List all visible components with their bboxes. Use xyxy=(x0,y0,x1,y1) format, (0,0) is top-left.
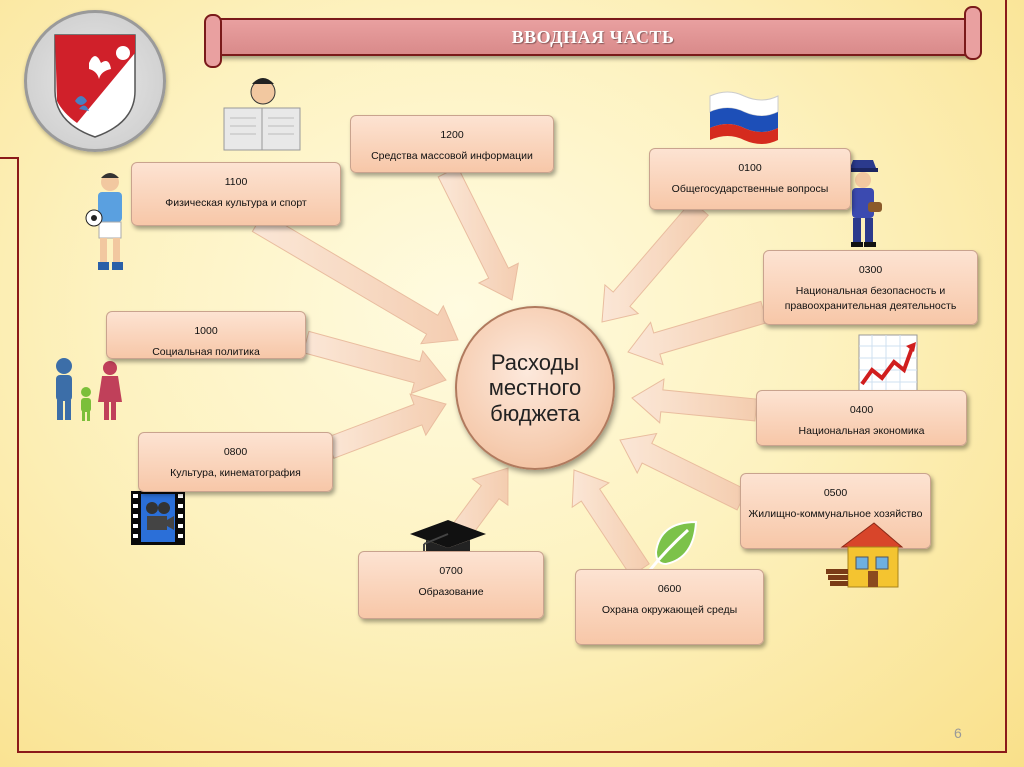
category-name: Образование xyxy=(418,586,484,599)
soccer-player-icon xyxy=(84,170,132,279)
film-camera-icon xyxy=(130,490,186,551)
category-box-0400: 0400 Национальная экономика xyxy=(756,390,967,446)
arrow-0800-to-center xyxy=(325,393,447,459)
title-banner: ВВОДНАЯ ЧАСТЬ xyxy=(204,6,982,68)
frame-left-line xyxy=(17,157,19,753)
leaf-icon xyxy=(646,518,702,577)
arrow-0100-to-center xyxy=(601,200,710,323)
category-box-0500: 0500 Жилищно-коммунальное хозяйство xyxy=(740,473,931,549)
frame-top-stub xyxy=(0,157,19,159)
arrow-1000-to-center xyxy=(302,330,447,395)
frame-right-line xyxy=(1005,0,1007,753)
category-code: 1100 xyxy=(224,176,248,188)
arrow-1200-to-center xyxy=(437,166,519,301)
category-code: 1200 xyxy=(440,129,464,141)
center-node-budget: Расходы местного бюджета xyxy=(455,306,615,470)
category-name: Национальная экономика xyxy=(798,425,925,438)
category-code: 0700 xyxy=(439,565,463,577)
arrow-0400-to-center xyxy=(631,378,758,424)
category-name: Национальная безопасность и правоохранит… xyxy=(784,285,957,313)
house-icon xyxy=(824,515,906,598)
category-code: 1000 xyxy=(194,325,218,337)
category-name: Средства массовой информации xyxy=(371,150,533,163)
banner-left-curl xyxy=(204,14,222,68)
category-box-0700: 0700 Образование xyxy=(358,551,544,619)
page-number: 6 xyxy=(954,725,962,741)
coat-of-arms-emblem xyxy=(24,10,166,152)
banner-right-curl xyxy=(964,6,982,60)
russian-flag-icon xyxy=(708,88,780,149)
arrow-0600-to-center xyxy=(571,469,650,577)
category-name: Социальная политика xyxy=(152,346,260,359)
category-name: Жилищно-коммунальное хозяйство xyxy=(748,508,923,521)
arrow-0300-to-center xyxy=(627,300,768,366)
family-icon xyxy=(50,356,128,427)
category-box-0100: 0100 Общегосударственные вопросы xyxy=(649,148,851,210)
category-name: Культура, кинематография xyxy=(170,467,301,480)
category-code: 0800 xyxy=(223,446,248,458)
frame-bottom-line xyxy=(17,751,1007,753)
category-box-1200: 1200 Средства массовой информации xyxy=(350,115,554,173)
category-code: 0400 xyxy=(849,404,874,416)
category-code: 0300 xyxy=(858,264,883,276)
category-name: Охрана окружающей среды xyxy=(601,604,738,617)
category-code: 0100 xyxy=(738,162,762,174)
growth-chart-icon xyxy=(858,334,918,397)
center-label: Расходы местного бюджета xyxy=(488,350,582,426)
category-box-0300: 0300 Национальная безопасность и правоох… xyxy=(763,250,978,325)
newspaper-reader-icon xyxy=(222,74,302,157)
category-box-1000: 1000 Социальная политика xyxy=(106,311,306,359)
category-code: 0600 xyxy=(657,583,682,595)
category-name: Общегосударственные вопросы xyxy=(671,183,829,196)
arrow-0500-to-center xyxy=(619,432,748,511)
category-box-0600: 0600 Охрана окружающей среды xyxy=(575,569,764,645)
category-code: 0500 xyxy=(823,487,848,499)
category-name: Физическая культура и спорт xyxy=(165,197,307,210)
arrow-1100-to-center xyxy=(251,211,459,345)
category-box-0800: 0800 Культура, кинематография xyxy=(138,432,333,492)
police-officer-icon xyxy=(838,158,888,253)
category-box-1100: 1100 Физическая культура и спорт xyxy=(131,162,341,226)
page-title: ВВОДНАЯ ЧАСТЬ xyxy=(511,27,675,47)
